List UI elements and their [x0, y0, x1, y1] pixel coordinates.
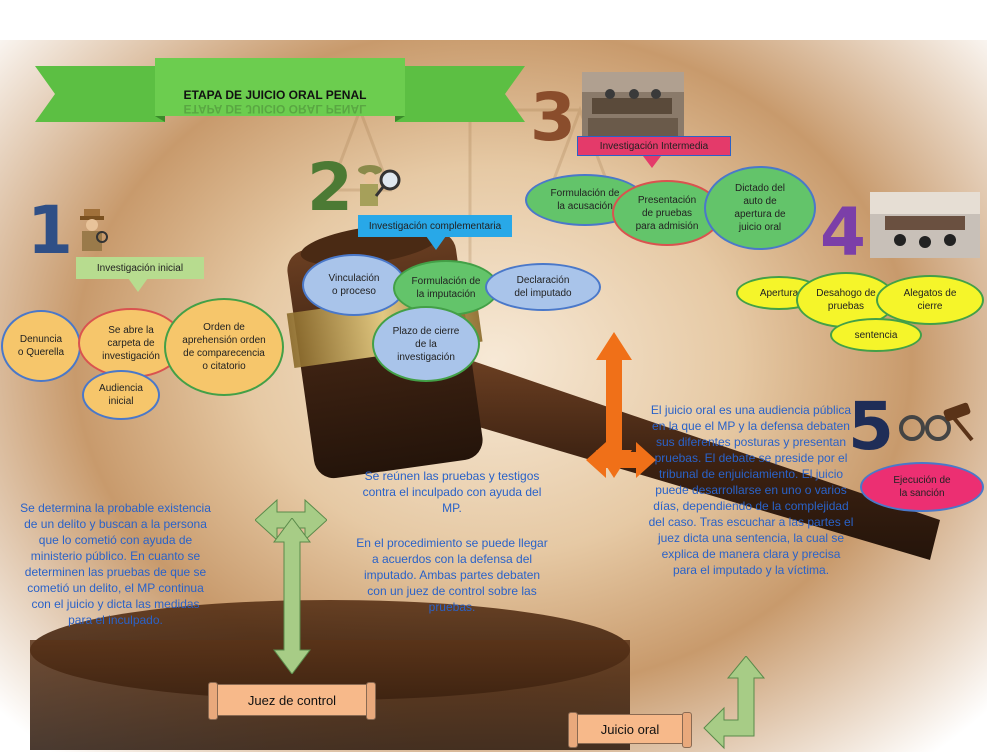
bubble-plazo: Plazo de cierre de la investigación [372, 306, 480, 382]
stage-2-description-2: En el procedimiento se puede llegar a ac… [356, 536, 548, 614]
courtroom-photo-icon [582, 72, 684, 136]
stage-2-number: 2 [307, 149, 353, 226]
stage-2-down-arrow-icon [426, 236, 446, 250]
green-vertical-arrow-icon [273, 518, 311, 674]
magnifier-detective-icon [358, 165, 401, 206]
stage-2-description-1: Se reúnen las pruebas y testigos contra … [362, 469, 542, 515]
stage-3-label: Investigación Intermedia [577, 136, 731, 156]
stage-3-number: 3 [530, 79, 576, 156]
stage-2-label: Investigación complementaria [358, 215, 512, 237]
stage-5-number: 5 [848, 388, 894, 465]
bubble-sentencia: sentencia [830, 318, 922, 352]
bubble-declaracion: Declaración del imputado [485, 263, 601, 311]
orange-horizontal-arrow-icon [586, 442, 656, 478]
trial-photo-icon [870, 192, 980, 258]
scroll-juicio-oral: Juicio oral [568, 712, 692, 748]
bubble-audiencia: Audiencia inicial [82, 370, 160, 420]
bubble-dictado: Dictado del auto de apertura de juicio o… [704, 166, 816, 250]
stage-1-label: Investigación inicial [76, 257, 204, 279]
page-title: ETAPA DE JUICIO ORAL PENAL [183, 88, 367, 102]
bubble-alegatos: Alegatos de cierre [876, 275, 984, 325]
page-title-reflection: ETAPA DE JUICIO ORAL PENAL [183, 102, 367, 116]
stage-1-description: Se determina la probable existencia de u… [20, 501, 211, 627]
stage-3-down-arrow-icon [643, 156, 661, 168]
detective-icon [80, 209, 108, 251]
handcuffs-gavel-icon [899, 402, 974, 442]
bubble-denuncia: Denuncia o Querella [1, 310, 81, 382]
stage-1-down-arrow-icon [128, 278, 148, 292]
stage-4-description: El juicio oral es una audiencia pública … [648, 403, 854, 577]
green-curved-arrow-icon [703, 656, 766, 750]
stage-4-number: 4 [820, 194, 866, 271]
bubble-vinculacion: Vinculación o proceso [302, 254, 406, 316]
title-banner [35, 58, 525, 122]
bubble-ejecucion: Ejecución de la sanción [860, 462, 984, 512]
stage-1-number: 1 [27, 192, 73, 269]
scroll-juez-de-control: Juez de control [208, 682, 376, 720]
orange-double-arrow-icon [596, 332, 632, 478]
bubble-orden: Orden de aprehensión orden de comparecen… [164, 298, 284, 396]
